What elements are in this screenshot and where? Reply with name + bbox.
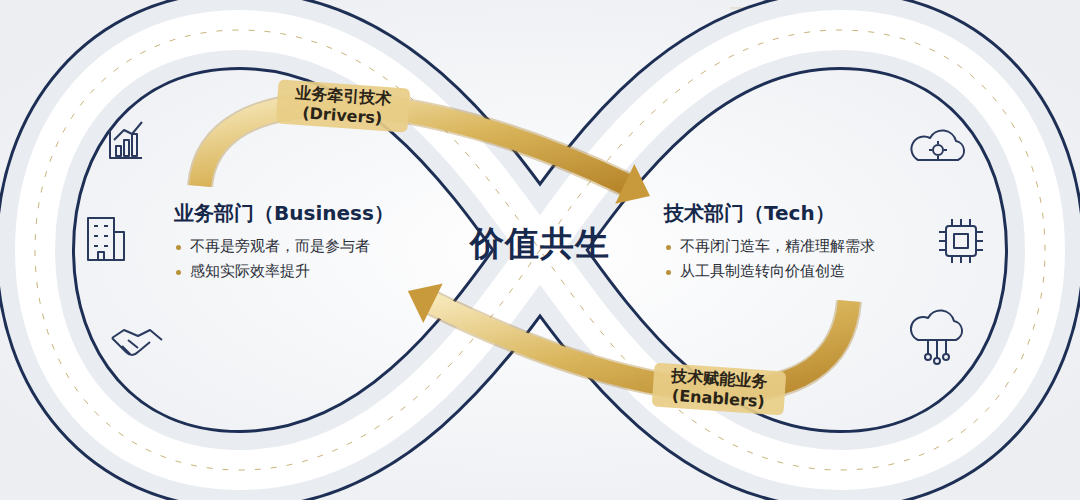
handshake-icon bbox=[112, 330, 162, 355]
circuit-lines bbox=[0, 8, 1080, 492]
node-heading: 技术部门（Tech） bbox=[664, 200, 875, 227]
arrow-label: 业务牵引技术 (Drivers) bbox=[275, 79, 410, 132]
center-title: 价值共生 bbox=[470, 221, 610, 267]
business-icons bbox=[88, 122, 162, 355]
bullet-dot bbox=[176, 245, 181, 250]
tech-icons bbox=[911, 130, 983, 364]
cloud-gear-icon bbox=[911, 130, 964, 160]
tech-node: 技术部门（Tech） 不再闭门造车，精准理解需求从工具制造转向价值创造 bbox=[650, 186, 889, 301]
bullet-item: 不再闭门造车，精准理解需求 bbox=[664, 237, 875, 256]
chip-icon bbox=[939, 219, 983, 263]
cloud-network-icon bbox=[911, 310, 962, 364]
bullet-dot bbox=[176, 270, 181, 275]
bullet-dot bbox=[666, 245, 671, 250]
infinity-band bbox=[35, 30, 1045, 470]
building-icon bbox=[88, 218, 124, 260]
center-node: 价值共生 bbox=[456, 207, 624, 281]
chart-icon bbox=[110, 122, 142, 158]
bullet-item: 不再是旁观者，而是参与者 bbox=[174, 237, 394, 256]
node-heading: 业务部门（Business） bbox=[174, 200, 394, 227]
bullet-item: 感知实际效率提升 bbox=[174, 262, 394, 281]
arrow-label: 技术赋能业务 (Enablers) bbox=[652, 362, 787, 415]
business-node: 业务部门（Business） 不再是旁观者，而是参与者感知实际效率提升 bbox=[160, 186, 408, 301]
gold-flow-arrow bbox=[200, 104, 650, 203]
bullet-dot bbox=[666, 270, 671, 275]
bullet-item: 从工具制造转向价值创造 bbox=[664, 262, 875, 281]
